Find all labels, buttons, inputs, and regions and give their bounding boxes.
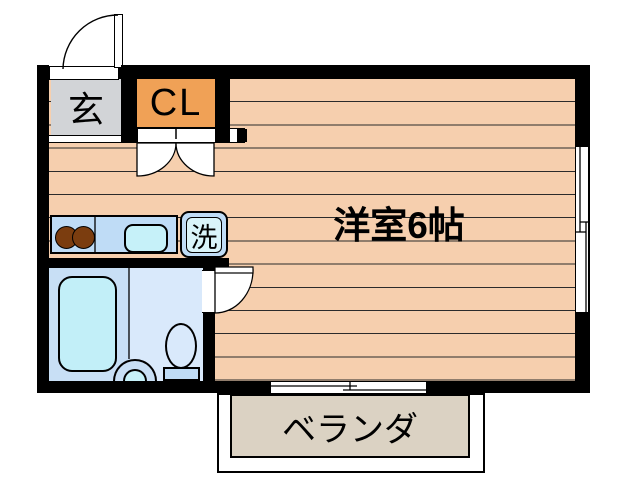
veranda-area: ベランダ [230, 394, 470, 458]
entrance-area: 玄 [51, 79, 121, 135]
wall-right-upper [575, 65, 590, 147]
bathroom-top-wall [49, 258, 229, 268]
washing-machine-inner: 洗 [186, 217, 222, 253]
closet-partition-right [215, 65, 230, 142]
entrance-door-leaf [114, 14, 123, 68]
wall-right-lower [575, 312, 590, 393]
veranda-label: ベランダ [282, 410, 418, 449]
wall-left [37, 65, 49, 393]
sliding-window-right [575, 147, 590, 312]
entrance-label: 玄 [67, 89, 104, 130]
bathtub [58, 276, 117, 372]
closet-partition-left [121, 65, 137, 143]
kitchen-sink [124, 224, 168, 253]
toilet-tank [163, 367, 200, 381]
wall-bottom-right [427, 381, 590, 393]
main-room-label-box: 洋室6帖 [299, 198, 499, 246]
closet-wall-stub [237, 129, 247, 142]
washer-label: 洗 [190, 222, 218, 253]
entrance-door-arc [62, 14, 119, 70]
wall-bottom-left [37, 381, 270, 393]
entrance-step [49, 135, 121, 143]
wall-top [119, 65, 590, 79]
closet-box: CL [137, 79, 215, 129]
closet-label: CL [149, 81, 203, 124]
bathroom-door-opening [202, 270, 216, 313]
stove-burner-right [72, 226, 95, 249]
main-room-label: 洋室6帖 [333, 205, 465, 246]
entrance-door-opening [49, 66, 119, 80]
toilet-bowl [165, 323, 197, 369]
